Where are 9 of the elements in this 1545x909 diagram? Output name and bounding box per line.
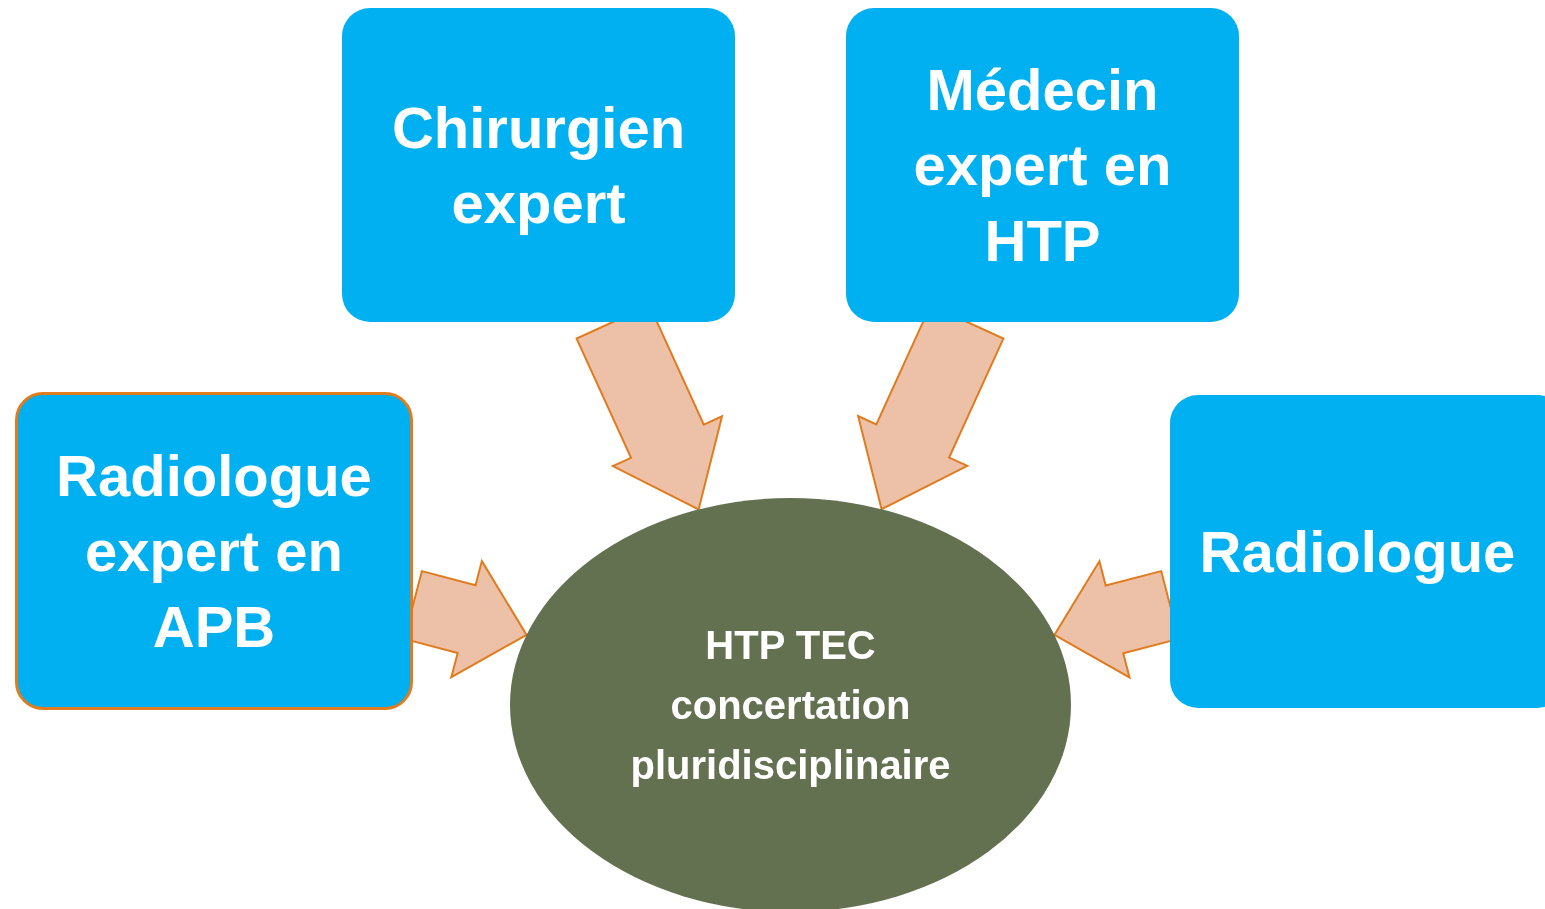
node-label: Médecin expert en HTP (912, 55, 1173, 275)
node-label: HTP TEC concertation pluridisciplinaire (629, 622, 952, 789)
node-label: Radiologue expert en APB (55, 441, 373, 661)
rounded-box (1170, 395, 1545, 708)
rounded-box (846, 8, 1239, 322)
rounded-box (15, 392, 413, 710)
node-label: Radiologue (1198, 517, 1517, 586)
node-label: Chirurgien expert (390, 93, 687, 237)
rounded-box (342, 8, 735, 322)
